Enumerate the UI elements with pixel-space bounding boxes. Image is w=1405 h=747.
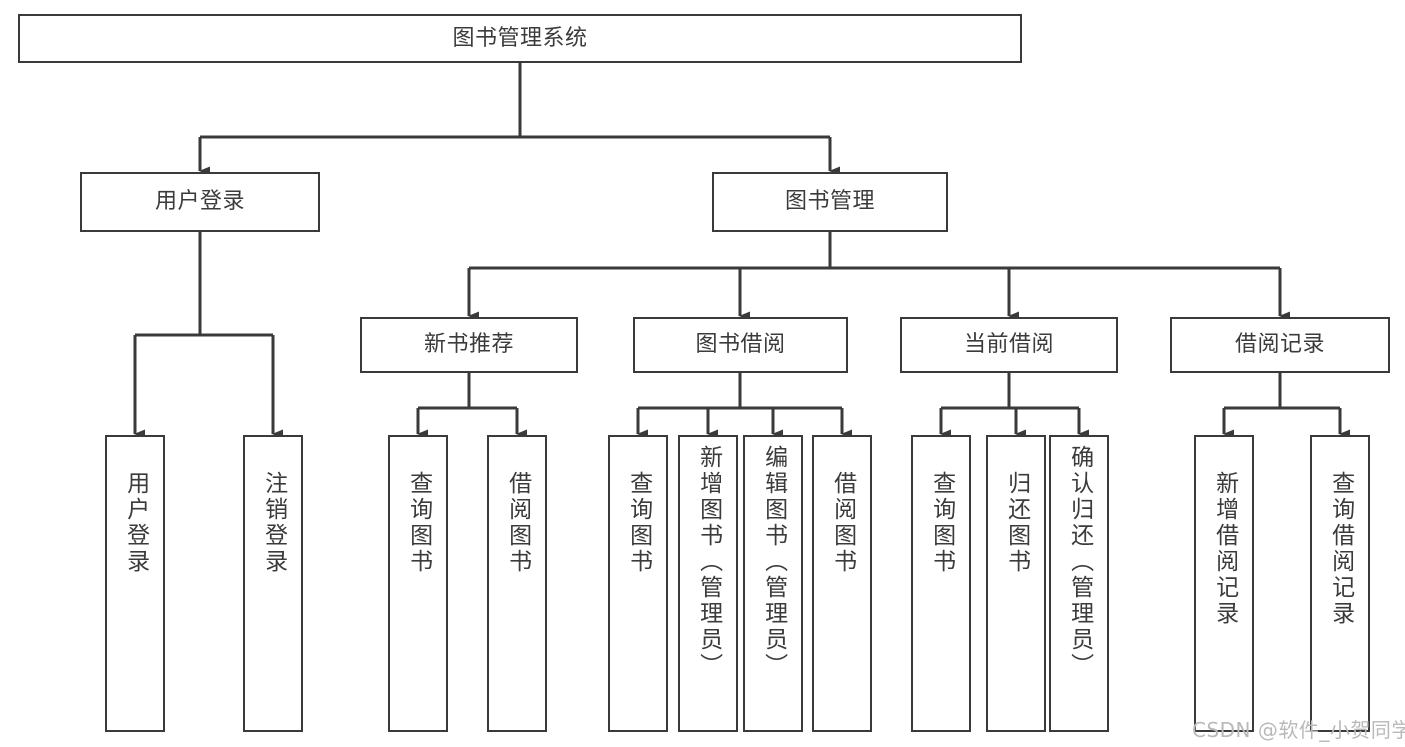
node-label: 用户登录 bbox=[122, 471, 149, 575]
node-l2-new-book-rec[interactable]: 新书推荐 bbox=[360, 317, 578, 373]
node-label: 查询借阅记录 bbox=[1327, 471, 1354, 627]
node-label: 借阅图书 bbox=[829, 471, 856, 575]
node-label: 查询图书 bbox=[405, 471, 432, 575]
node-l3-logout-login[interactable]: 注销登录 bbox=[243, 435, 303, 732]
node-l3-return-book[interactable]: 归还图书 bbox=[986, 435, 1046, 732]
node-label: 图书管理系统 bbox=[452, 25, 588, 51]
node-root[interactable]: 图书管理系统 bbox=[18, 14, 1022, 63]
node-label: 确认归还（管理员） bbox=[1066, 445, 1093, 679]
connector-lines bbox=[133, 63, 1350, 439]
node-label: 注销登录 bbox=[260, 471, 287, 575]
node-l3-edit-book[interactable]: 编辑图书（管理员） bbox=[743, 435, 803, 732]
node-label: 编辑图书（管理员） bbox=[760, 445, 787, 679]
node-l3-user-login[interactable]: 用户登录 bbox=[105, 435, 165, 732]
node-label: 新书推荐 bbox=[423, 332, 514, 358]
node-l2-current-borrow[interactable]: 当前借阅 bbox=[900, 317, 1118, 373]
node-l3-confirm-return[interactable]: 确认归还（管理员） bbox=[1049, 435, 1109, 732]
node-label: 借阅图书 bbox=[504, 471, 531, 575]
node-l2-book-borrow[interactable]: 图书借阅 bbox=[633, 317, 848, 373]
node-l1-book-manage[interactable]: 图书管理 bbox=[712, 172, 948, 232]
node-label: 新增图书（管理员） bbox=[695, 445, 722, 679]
node-l3-borrow-book-br[interactable]: 借阅图书 bbox=[812, 435, 872, 732]
node-label: 查询图书 bbox=[625, 471, 652, 575]
node-label: 图书借阅 bbox=[695, 332, 786, 358]
node-l3-borrow-book-rec[interactable]: 借阅图书 bbox=[487, 435, 547, 732]
node-label: 当前借阅 bbox=[963, 332, 1054, 358]
node-label: 用户登录 bbox=[154, 189, 245, 215]
node-l2-borrow-record[interactable]: 借阅记录 bbox=[1170, 317, 1390, 373]
node-l3-add-record[interactable]: 新增借阅记录 bbox=[1194, 435, 1254, 732]
node-label: 新增借阅记录 bbox=[1211, 471, 1238, 627]
node-l3-query-book-rec[interactable]: 查询图书 bbox=[388, 435, 448, 732]
node-label: 归还图书 bbox=[1003, 471, 1030, 575]
node-label: 借阅记录 bbox=[1234, 332, 1325, 358]
node-l3-query-record[interactable]: 查询借阅记录 bbox=[1310, 435, 1370, 732]
node-label: 图书管理 bbox=[784, 189, 875, 215]
node-l3-query-book-cb[interactable]: 查询图书 bbox=[911, 435, 971, 732]
node-l1-user-login[interactable]: 用户登录 bbox=[80, 172, 320, 232]
node-label: 查询图书 bbox=[928, 471, 955, 575]
node-l3-add-book[interactable]: 新增图书（管理员） bbox=[678, 435, 738, 732]
node-l3-query-book-br[interactable]: 查询图书 bbox=[608, 435, 668, 732]
csdn-watermark: CSDN @软件_小贺同学 bbox=[1192, 718, 1405, 742]
